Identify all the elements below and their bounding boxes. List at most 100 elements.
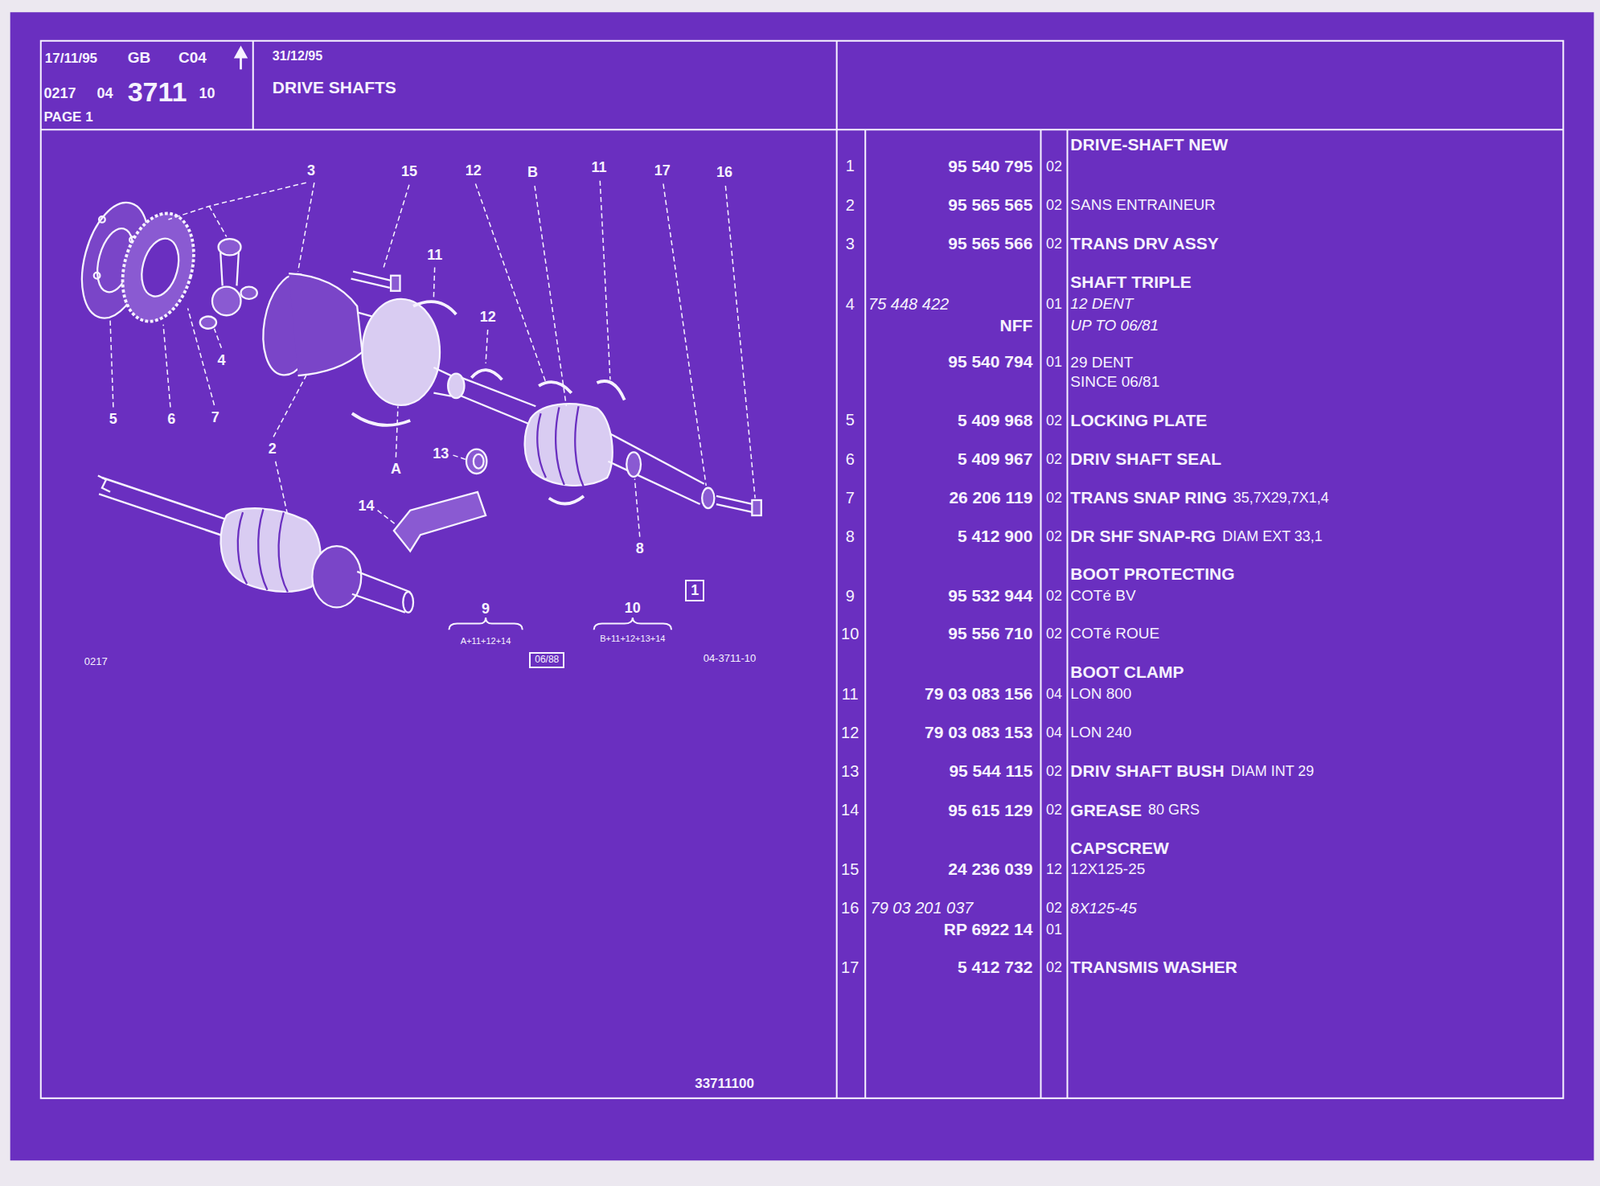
header-text: 0217 bbox=[44, 85, 77, 103]
table-cell: 02 bbox=[1046, 959, 1063, 977]
callout-number: 15 bbox=[401, 163, 418, 181]
table-cell: 01 bbox=[1046, 295, 1063, 313]
table-cell: LOCKING PLATE bbox=[1070, 410, 1207, 431]
table-cell: 24 236 039 bbox=[947, 859, 1033, 879]
table-cell: 12 bbox=[1046, 861, 1063, 878]
table-cell: DIAM EXT 33,1 bbox=[1222, 528, 1323, 546]
callout-number: 8 bbox=[635, 540, 645, 558]
table-cell: BOOT PROTECTING bbox=[1070, 564, 1235, 584]
boxed-number: 1 bbox=[685, 579, 705, 602]
table-cell: LON 800 bbox=[1070, 685, 1132, 703]
drawing-note: 9 bbox=[481, 600, 490, 618]
table-cell: 5 412 900 bbox=[957, 526, 1033, 546]
table-cell: COTé ROUE bbox=[1070, 624, 1160, 643]
table-cell: UP TO 06/81 bbox=[1070, 316, 1159, 335]
table-cell: COTé BV bbox=[1070, 586, 1136, 605]
table-cell: TRANS DRV ASSY bbox=[1070, 233, 1219, 254]
table-cell: NFF bbox=[1000, 315, 1034, 336]
table-cell: 01 bbox=[1046, 353, 1063, 371]
callout-number: 11 bbox=[426, 246, 443, 264]
callout-number: 12 bbox=[480, 308, 497, 326]
table-cell: TRANS SNAP RING bbox=[1070, 488, 1227, 508]
table-cell: 95 532 944 bbox=[947, 586, 1033, 606]
table-cell: 04 bbox=[1046, 724, 1063, 742]
drawing-note: 33711100 bbox=[694, 1075, 755, 1092]
table-cell: 7 bbox=[845, 488, 855, 508]
box-text: 06/88 bbox=[534, 654, 559, 666]
table-cell: 3 bbox=[845, 234, 855, 254]
table-cell: 95 565 565 bbox=[947, 195, 1033, 215]
callout-number: A bbox=[390, 460, 402, 478]
group-braces bbox=[448, 617, 672, 630]
table-cell: 5 409 968 bbox=[957, 410, 1033, 431]
callout-number: 6 bbox=[167, 410, 176, 428]
table-cell: 26 206 119 bbox=[948, 488, 1033, 508]
table-cell: 5 412 732 bbox=[957, 957, 1033, 977]
callout-number: B bbox=[527, 164, 538, 181]
table-cell: 02 bbox=[1046, 412, 1063, 430]
header-text: 17/11/95 bbox=[45, 50, 98, 67]
up-arrow bbox=[235, 48, 247, 70]
table-cell: DRIV SHAFT SEAL bbox=[1070, 449, 1222, 469]
table-cell: 14 bbox=[841, 800, 859, 820]
table-cell: 4 bbox=[845, 295, 855, 314]
table-cell: TRANSMIS WASHER bbox=[1070, 957, 1238, 977]
header-text: 10 bbox=[198, 85, 215, 103]
drawing-note: B+11+12+13+14 bbox=[599, 633, 665, 645]
table-cell: 02 bbox=[1046, 235, 1063, 253]
callout-number: 4 bbox=[217, 352, 226, 370]
table-cell: 02 bbox=[1046, 489, 1063, 507]
table-cell: 04 bbox=[1046, 685, 1063, 703]
table-cell: 8X125-45 bbox=[1070, 899, 1137, 918]
table-cell: 16 bbox=[841, 898, 859, 918]
table-cell: 8 bbox=[845, 527, 855, 546]
callout-number: 11 bbox=[590, 159, 607, 177]
table-cell: SINCE 06/81 bbox=[1070, 373, 1160, 391]
table-cell: 95 540 795 bbox=[947, 156, 1033, 177]
callout-number: 7 bbox=[211, 409, 220, 427]
header-text: C04 bbox=[178, 49, 207, 67]
header-text: 04 bbox=[97, 85, 114, 103]
table-cell: 12 bbox=[841, 723, 859, 743]
table-cell: 95 540 794 bbox=[947, 352, 1033, 372]
table-cell: 1 bbox=[845, 156, 855, 176]
drawing-note: 10 bbox=[624, 599, 641, 617]
table-cell: 29 DENT bbox=[1070, 353, 1133, 372]
callout-number: 14 bbox=[358, 497, 375, 515]
table-cell: 12 DENT bbox=[1070, 295, 1133, 313]
table-cell: 01 bbox=[1046, 921, 1063, 939]
exploded-view bbox=[70, 195, 762, 613]
table-cell: 6 bbox=[845, 450, 855, 469]
drawing-note: 0217 bbox=[84, 656, 108, 669]
table-cell: 5 bbox=[845, 410, 855, 430]
table-cell: LON 240 bbox=[1070, 723, 1132, 742]
table-cell: 95 556 710 bbox=[947, 623, 1033, 644]
table-cell: 80 GRS bbox=[1148, 801, 1200, 819]
table-cell: 2 bbox=[845, 196, 855, 215]
table-cell: CAPSCREW bbox=[1070, 838, 1170, 858]
table-cell: DR SHF SNAP-RG bbox=[1070, 526, 1216, 546]
header-text: DRIVE SHAFTS bbox=[272, 77, 397, 98]
frame-lines bbox=[41, 41, 1564, 1099]
table-cell: 95 565 566 bbox=[947, 233, 1033, 254]
table-cell: 12X125-25 bbox=[1070, 860, 1145, 878]
table-cell: SHAFT TRIPLE bbox=[1070, 272, 1192, 292]
table-cell: DIAM INT 29 bbox=[1230, 763, 1315, 780]
table-cell: 15 bbox=[841, 860, 859, 879]
table-cell: 02 bbox=[1046, 801, 1063, 819]
table-cell: GREASE bbox=[1070, 800, 1142, 821]
table-cell: 10 bbox=[841, 624, 859, 644]
box-text: 1 bbox=[690, 582, 699, 599]
table-cell: 95 544 115 bbox=[948, 761, 1033, 781]
table-cell: 35,7X29,7X1,4 bbox=[1233, 489, 1330, 507]
header-text: GB bbox=[127, 49, 152, 67]
drawing-note: 04-3711-10 bbox=[703, 652, 757, 665]
header-text: PAGE 1 bbox=[44, 109, 94, 126]
table-cell: 02 bbox=[1046, 587, 1063, 605]
table-cell: 79 03 201 037 bbox=[870, 898, 974, 918]
callout-number: 17 bbox=[654, 162, 671, 180]
title-cell: 31/12/95DRIVE SHAFTS bbox=[253, 41, 837, 130]
